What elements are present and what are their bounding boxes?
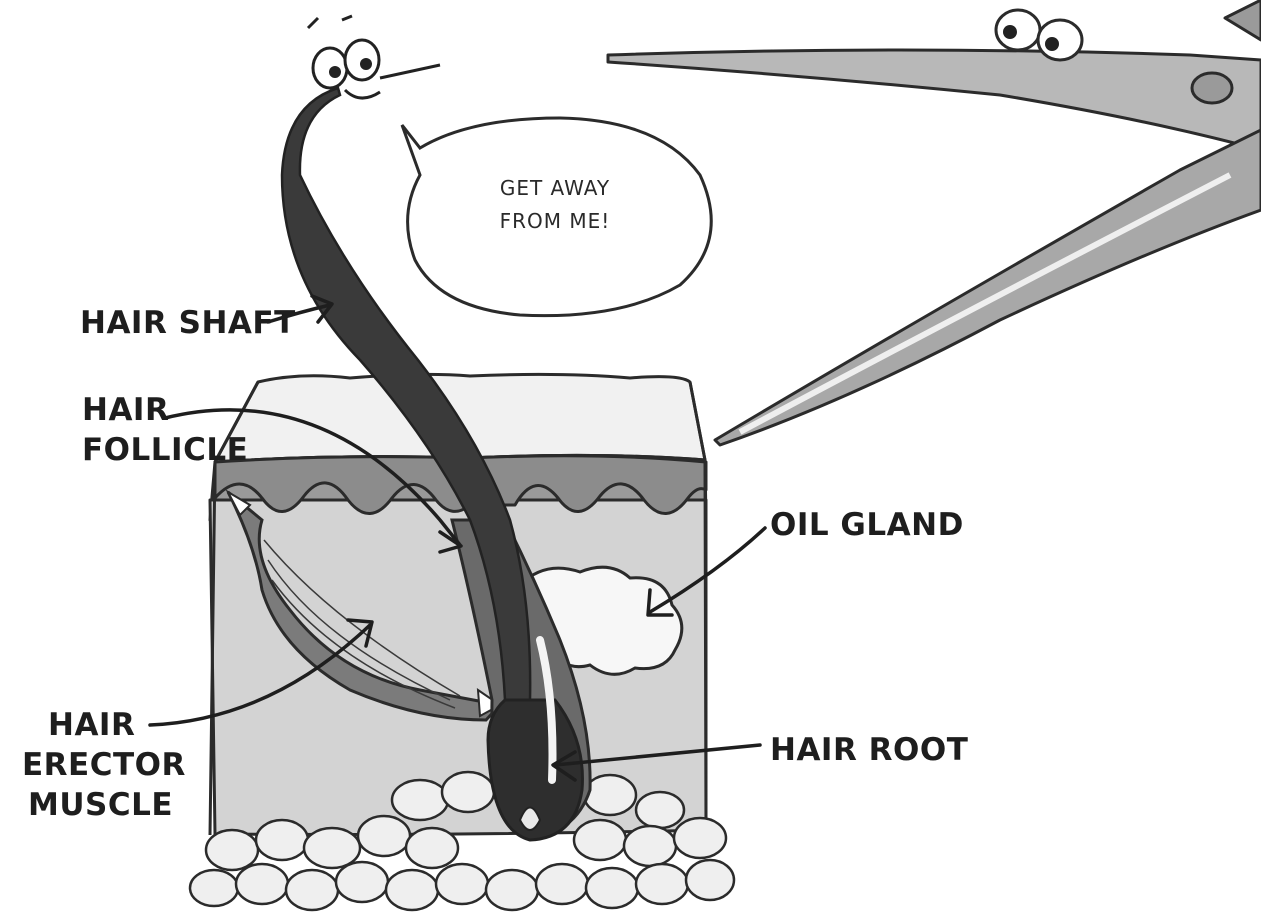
scissors-pivot-screw [1192,73,1232,103]
speech-bubble-line-2: FROM ME! [500,209,611,233]
label-hair-follicle-line-2: FOLLICLE [82,432,248,468]
hair-face [308,16,440,98]
label-erector-line-3: MUSCLE [28,787,173,823]
label-erector-line-1: HAIR [48,707,135,743]
speech-bubble: GET AWAY FROM ME! [402,118,711,316]
speech-bubble-line-1: GET AWAY [500,176,610,200]
scissors-upper-blade [608,50,1261,150]
label-erector-line-2: ERECTOR [22,747,186,783]
scissors-lower-blade [715,130,1261,445]
label-oil-gland: OIL GLAND [770,507,964,543]
label-hair-follicle-line-1: HAIR [82,392,169,428]
label-hair-root: HAIR ROOT [770,732,968,768]
label-hair-shaft: HAIR SHAFT [80,305,296,341]
